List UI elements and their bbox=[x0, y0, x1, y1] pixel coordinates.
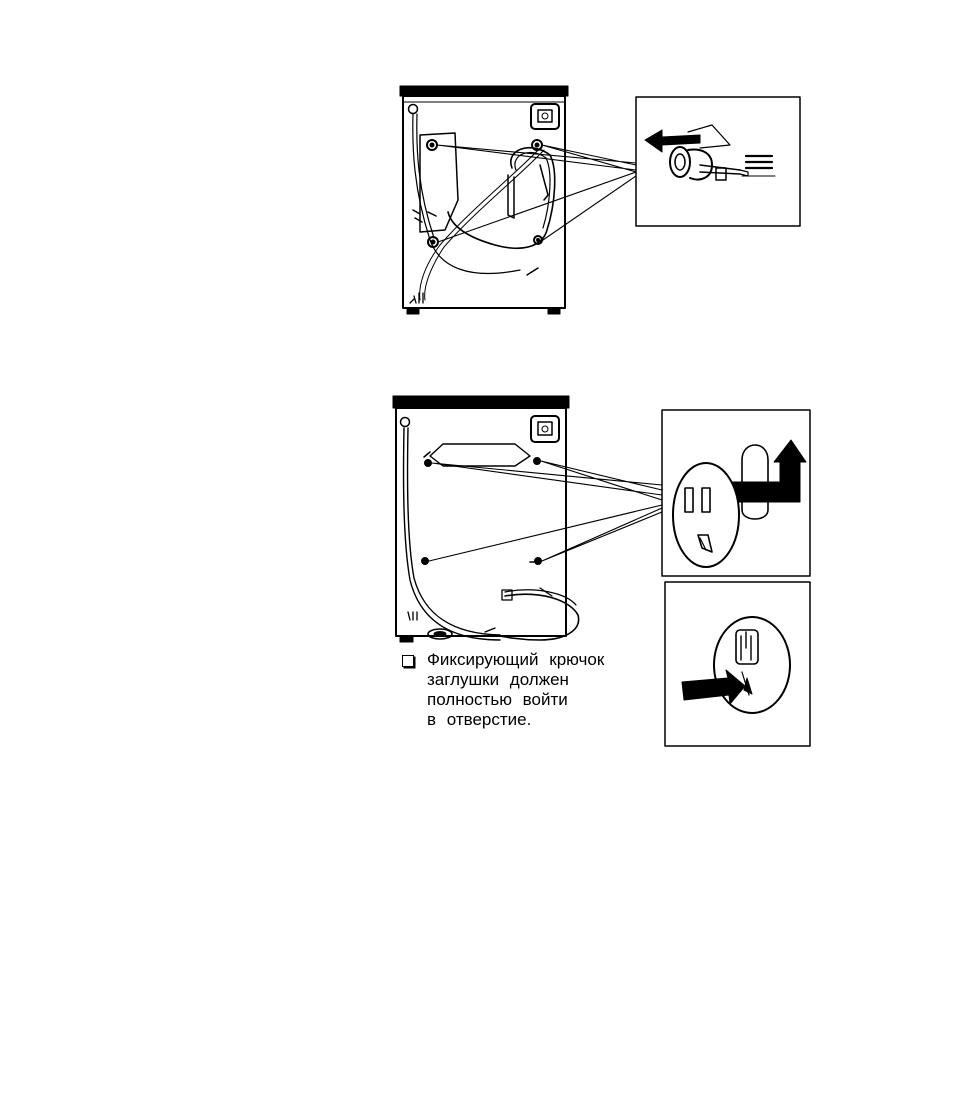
note-line-1: Фиксирующий крючок bbox=[427, 650, 650, 670]
plug-insert-detail-icon bbox=[662, 410, 810, 576]
note-list-item: Фиксирующий крючок заглушки должен полно… bbox=[400, 650, 650, 730]
note-line-3: полностью войти bbox=[427, 690, 650, 710]
checkbox-bullet-icon bbox=[402, 655, 414, 667]
plug-hook-detail-icon bbox=[665, 582, 810, 746]
plug-hook-note: Фиксирующий крючок заглушки должен полно… bbox=[400, 650, 650, 730]
note-line-4: в отверстие. bbox=[427, 710, 650, 730]
note-line-2: заглушки должен bbox=[427, 670, 650, 690]
washing-machine-back-icon bbox=[393, 396, 662, 642]
